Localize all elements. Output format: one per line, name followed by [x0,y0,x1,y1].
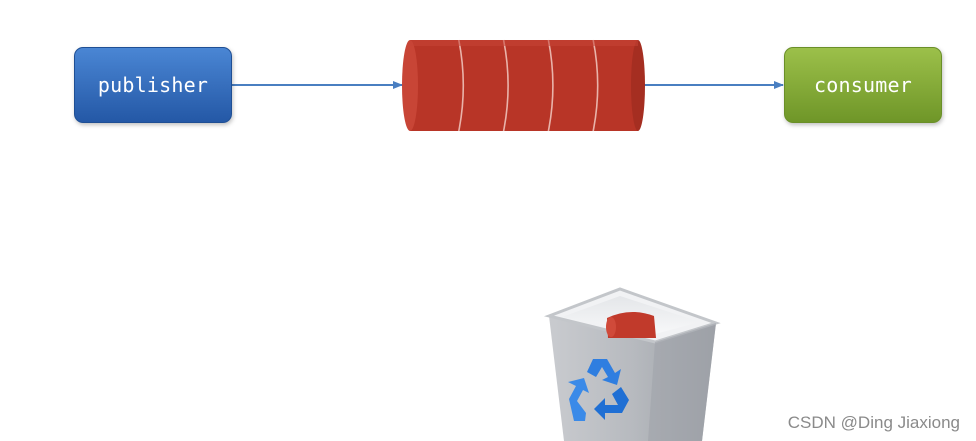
consumer-label: consumer [814,73,912,97]
queue-segment-divider [502,39,509,132]
discarded-message [606,311,656,338]
publisher-label: publisher [97,73,209,97]
watermark-text: CSDN @Ding Jiaxiong [787,413,960,432]
message-queue [402,39,645,132]
recycle-bin-icon [543,287,721,441]
queue-segment-divider [592,39,599,132]
queue-segment-dividers [458,39,599,132]
queue-segment-divider [547,39,554,132]
queue-front-cap [402,40,418,131]
queue-segment-divider [458,39,465,132]
recycle-symbol-icon [568,359,629,421]
publisher-node: publisher [74,47,232,123]
consumer-node: consumer [784,47,942,123]
